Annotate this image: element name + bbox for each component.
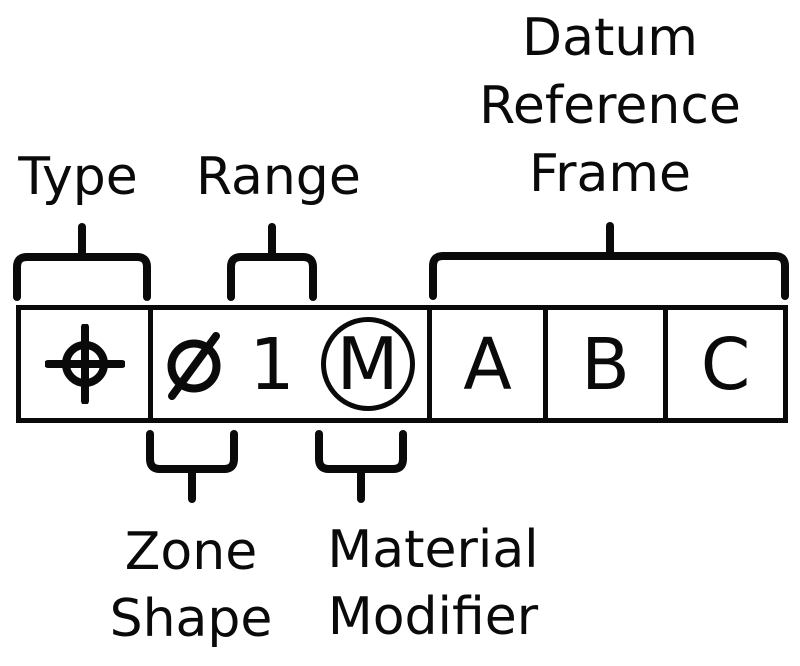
material-modifier-label-line2: Modifier	[327, 587, 539, 647]
datum-reference-frame-label: Datum Reference Frame	[450, 4, 770, 208]
range-label: Range	[196, 147, 361, 207]
circled-m-icon: M	[320, 317, 415, 411]
zone-shape-label: Zone Shape	[101, 519, 281, 653]
zone-shape-label-line1: Zone	[124, 522, 258, 582]
datum-b-letter: B	[581, 322, 630, 406]
drf-label-line3: Frame	[528, 144, 692, 204]
zone-shape-brace-icon	[146, 430, 238, 503]
drf-label-line1: Datum	[522, 8, 698, 68]
frame-cell-tolerance: 1 M	[148, 310, 427, 418]
zone-shape-label-line2: Shape	[109, 589, 273, 649]
datum-reference-frame-brace-icon	[429, 222, 789, 300]
type-brace-icon	[13, 223, 151, 301]
range-value: 1	[249, 322, 295, 406]
drf-label-line2: Reference	[479, 76, 741, 136]
range-brace-icon	[227, 223, 317, 301]
frame-cell-datum-b: B	[543, 310, 663, 418]
feature-control-frame: 1 M A B C	[16, 305, 788, 423]
material-modifier-label: Material Modifier	[323, 517, 543, 651]
material-modifier-letter: M	[336, 322, 399, 406]
datum-a-letter: A	[463, 322, 512, 406]
frame-cell-type	[21, 310, 148, 418]
material-modifier-label-line1: Material	[327, 520, 539, 580]
frame-cell-datum-c: C	[663, 310, 783, 418]
true-position-icon	[44, 324, 125, 404]
diameter-icon	[165, 327, 223, 401]
frame-cell-datum-a: A	[427, 310, 543, 418]
material-modifier-brace-icon	[315, 430, 407, 503]
datum-c-letter: C	[700, 322, 751, 406]
type-label: Type	[18, 147, 138, 207]
